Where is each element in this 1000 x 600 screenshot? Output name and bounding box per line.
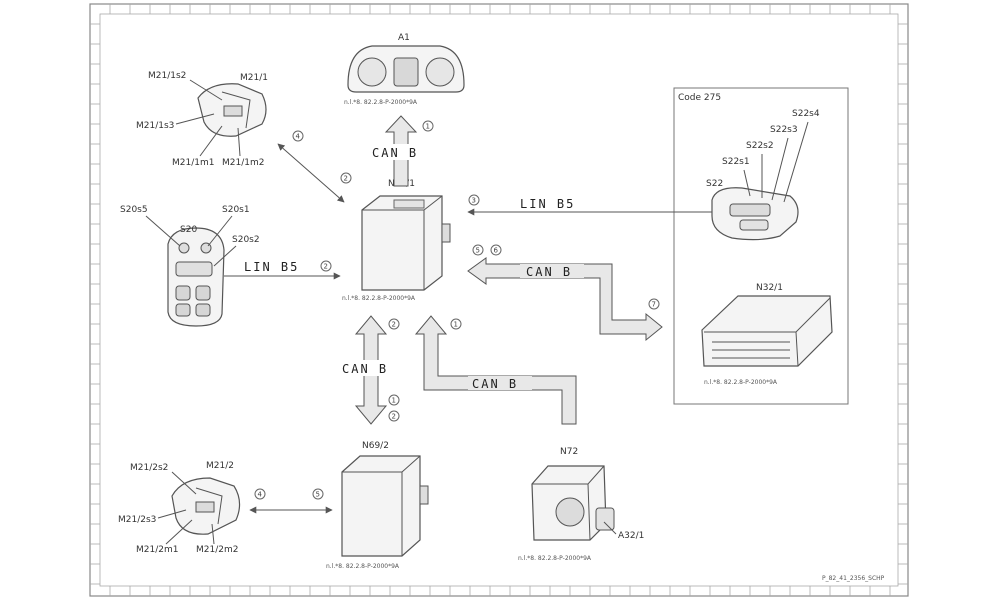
label-m21-1m2: M21/1m2 <box>222 158 264 168</box>
control-unit-n69-2 <box>341 455 429 557</box>
can-b-right-label: CAN B <box>526 265 572 279</box>
label-n32-1: N32/1 <box>756 283 783 293</box>
link-m21-1-n69-1 <box>277 143 345 203</box>
label-n72: N72 <box>560 447 578 457</box>
label-s22s1: S22s1 <box>722 157 750 167</box>
callout-n32-1: 7 <box>652 301 656 309</box>
ref-a1: n.l.*8. 82.2.8-P-2000*9A <box>344 99 418 106</box>
ref-n69-2: n.l.*8. 82.2.8-P-2000*9A <box>326 563 400 570</box>
label-a1: A1 <box>398 33 410 43</box>
instrument-cluster-a1 <box>347 45 465 93</box>
label-a32-1: A32/1 <box>618 531 644 541</box>
control-unit-n32-1 <box>701 295 833 367</box>
can-b-bottom-label: CAN B <box>472 377 518 391</box>
ref-n69-1: n.l.*8. 82.2.8-P-2000*9A <box>342 295 416 302</box>
label-m21-2: M21/2 <box>206 461 234 471</box>
label-s20s2: S20s2 <box>232 235 260 245</box>
callout-lin-left: 2 <box>324 263 328 271</box>
ref-n72: n.l.*8. 82.2.8-P-2000*9A <box>518 555 592 562</box>
ref-n32-1: n.l.*8. 82.2.8-P-2000*9A <box>704 379 778 386</box>
label-m21-2m1: M21/2m1 <box>136 545 178 555</box>
callout-lin-right: 3 <box>472 197 476 205</box>
label-s22: S22 <box>706 179 723 189</box>
callout-vert-bot-a: 1 <box>392 397 396 405</box>
label-s22s2: S22s2 <box>746 141 774 151</box>
label-m21-2s2: M21/2s2 <box>130 463 168 473</box>
code-275-box <box>673 87 849 405</box>
callout-can-right-a: 5 <box>476 247 480 255</box>
door-switch-s20 <box>167 227 225 327</box>
callout-m21-1: 4 <box>296 133 301 141</box>
seat-switch-m21-2 <box>171 477 241 535</box>
seat-switch-m21-1 <box>197 83 267 137</box>
label-s20s1: S20s1 <box>222 205 250 215</box>
can-b-vertical-label: CAN B <box>342 362 388 376</box>
doc-reference: P_82_41_2356_SCHP <box>822 575 885 582</box>
frame-ticks <box>90 4 908 596</box>
code-275-label: Code 275 <box>678 93 721 103</box>
lin-b5-left-label: LIN B5 <box>244 260 299 274</box>
switch-unit-n72 <box>531 465 615 541</box>
label-m21-2s3: M21/2s3 <box>118 515 156 525</box>
label-s20s5: S20s5 <box>120 205 148 215</box>
control-unit-n69-1 <box>361 195 451 291</box>
drawing-frame <box>89 3 909 597</box>
label-m21-1s3: M21/1s3 <box>136 121 174 131</box>
callout-m21-2: 4 <box>258 491 263 499</box>
callout-n69-1-diag: 2 <box>344 175 348 183</box>
callout-n72-up: 1 <box>454 321 458 329</box>
callout-can-right-b: 6 <box>494 247 499 255</box>
callout-n69-2: 5 <box>316 491 320 499</box>
label-s22s4: S22s4 <box>792 109 820 119</box>
can-b-top-label: CAN B <box>372 146 418 160</box>
label-m21-1m1: M21/1m1 <box>172 158 214 168</box>
callout-a1: 1 <box>426 123 430 131</box>
label-m21-2m2: M21/2m2 <box>196 545 238 555</box>
label-m21-1s2: M21/1s2 <box>148 71 186 81</box>
callout-vert-top: 2 <box>392 321 396 329</box>
label-m21-1: M21/1 <box>240 73 268 83</box>
seat-switch-s22 <box>711 187 799 241</box>
lin-b5-right-label: LIN B5 <box>520 197 575 211</box>
can-b-bottom-bus <box>414 315 577 425</box>
label-n69-2: N69/2 <box>362 441 389 451</box>
label-s22s3: S22s3 <box>770 125 798 135</box>
callout-vert-bot-b: 2 <box>392 413 396 421</box>
label-s20: S20 <box>180 225 197 235</box>
